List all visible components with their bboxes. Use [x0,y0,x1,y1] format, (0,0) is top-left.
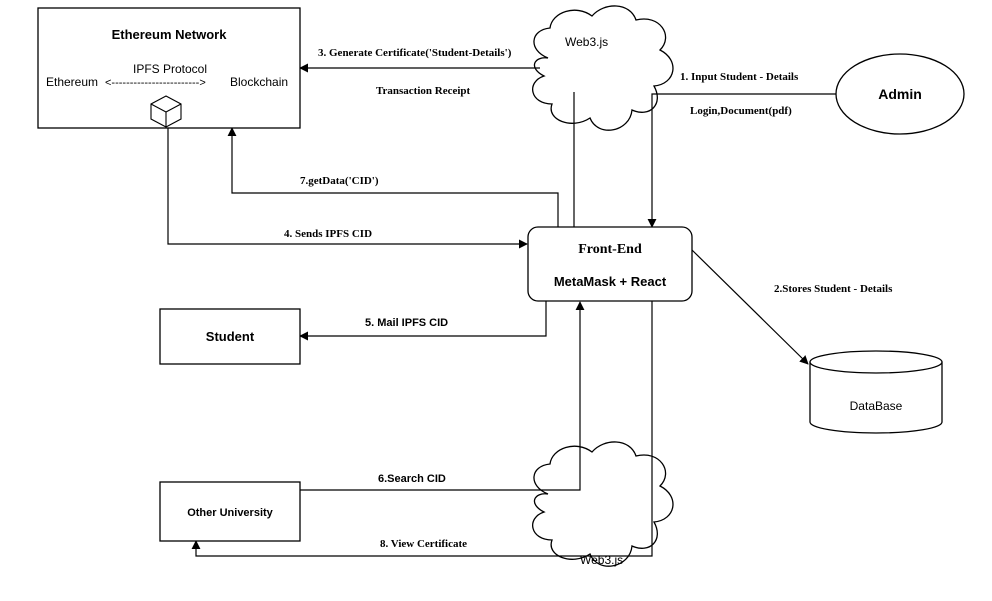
edge-label-stores-student-details: 2.Stores Student - Details [774,283,893,295]
front-end-title: Front-End [578,242,642,257]
web3-top-label: Web3.js [565,35,608,49]
admin-node: Admin [835,53,965,135]
student-node: Student [159,308,301,365]
edge-label-view-certificate: 8. View Certificate [380,538,467,550]
front-end-node: Front-End MetaMask + React [527,226,693,302]
ethereum-network-node: Ethereum Network IPFS Protocol Ethereum … [37,7,301,129]
ethereum-label: Ethereum [46,75,98,89]
edge-label-generate-certificate: 3. Generate Certificate('Student-Details… [318,47,512,59]
edge-label-mail-ipfs-cid: 5. Mail IPFS CID [365,317,448,329]
edge-label-get-data: 7.getData('CID') [300,175,379,187]
edge-mail-ipfs-cid [299,301,547,341]
blockchain-label: Blockchain [230,75,288,89]
web3-top-cloud: Web3.js [532,5,674,131]
front-end-subtitle: MetaMask + React [554,274,667,289]
edge-label-search-cid: 6.Search CID [378,473,446,485]
cube-icon [150,95,182,128]
other-university-label: Other University [187,507,273,519]
database-label: DataBase [850,399,903,413]
edge-label-input-student-details: 1. Input Student - Details [680,71,799,83]
edge-view-certificate [191,301,653,557]
edge-sends-ipfs-cid [167,128,528,249]
student-label: Student [206,329,255,344]
edge-label-login-document: Login,Document(pdf) [690,105,792,117]
admin-label: Admin [878,86,922,102]
edge-search-cid [300,301,585,491]
edge-stores-student-details [691,249,809,365]
database-node: DataBase [809,350,943,434]
other-university-node: Other University [159,481,301,542]
edge-get-data [227,127,559,227]
edge-label-transaction-receipt: Transaction Receipt [376,85,471,97]
edge-label-sends-ipfs-cid: 4. Sends IPFS CID [284,228,372,240]
edge-input-student-details [647,93,836,228]
web3-bottom-label: Web3.js [580,553,623,567]
ethereum-network-title: Ethereum Network [112,27,228,42]
ipfs-protocol-label: IPFS Protocol [133,62,207,76]
ethereum-blockchain-connector: <------------------------> [105,77,206,89]
